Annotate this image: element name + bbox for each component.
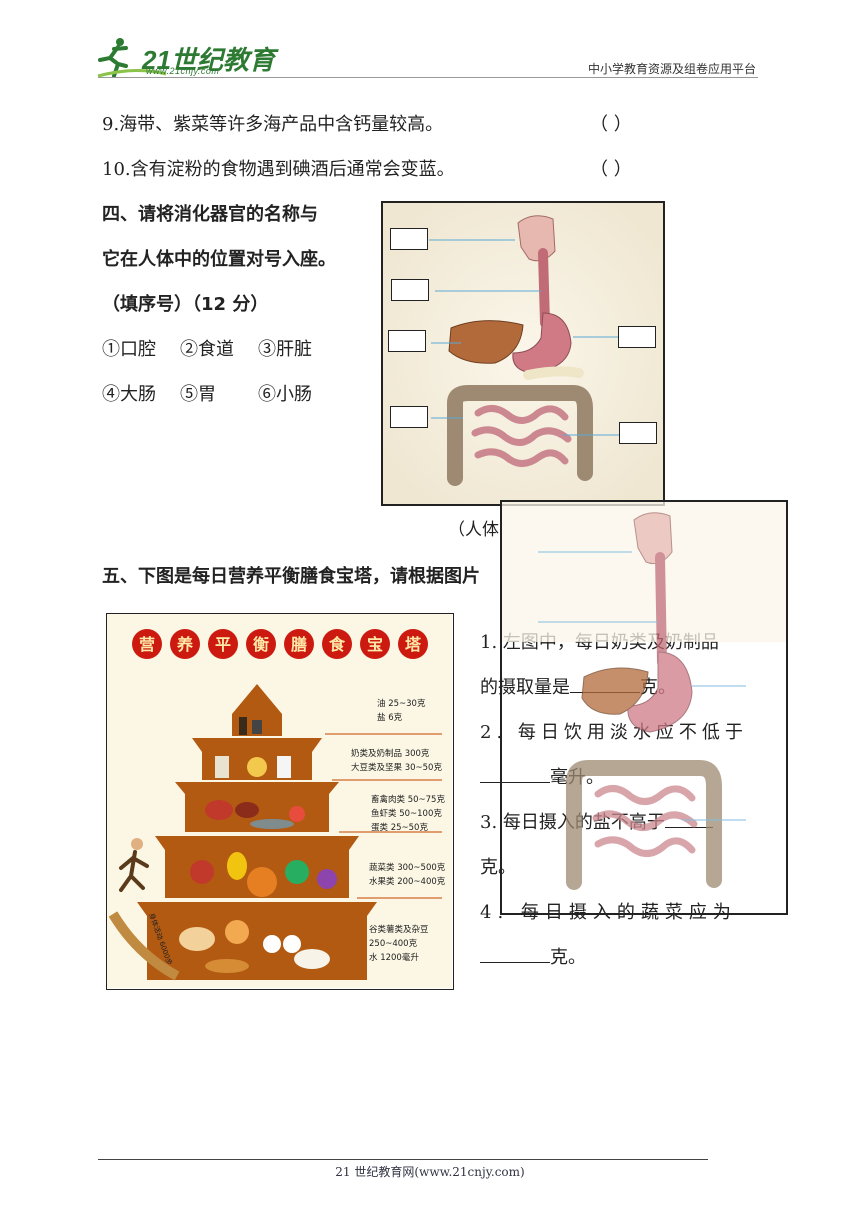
- question-9: 9.海带、紫菜等许多海产品中含钙量较高。: [102, 114, 444, 135]
- option-small-intestine: ⑥小肠: [258, 384, 312, 405]
- section-4-points: （填序号）（12 分）: [102, 294, 269, 315]
- figure-caption: （人体: [448, 520, 499, 540]
- digestive-organs-illustration: [383, 203, 663, 504]
- tier5-amount: 250~400克: [369, 939, 418, 949]
- logo-text: 21世纪教育: [142, 45, 275, 75]
- tier5-water: 水 1200毫升: [369, 952, 419, 963]
- lantern-1: [170, 629, 200, 659]
- lantern-5: [322, 629, 352, 659]
- tier3-fish: 鱼虾类 50~100克: [371, 808, 442, 819]
- header-divider: [98, 77, 758, 78]
- pyramid-title-char: 膳: [291, 635, 307, 654]
- lantern-4: [284, 629, 314, 659]
- platform-name: 中小学教育资源及组卷应用平台: [587, 62, 756, 76]
- pyramid-title-char: 食: [328, 635, 346, 654]
- section-5-title: 五、下图是每日营养平衡膳食宝塔，请根据图片: [102, 566, 480, 587]
- pyramid-title-char: 宝: [367, 635, 383, 654]
- label-box-6[interactable]: [619, 422, 657, 444]
- option-esophagus: ②食道: [180, 339, 234, 360]
- question-10: 10.含有淀粉的食物遇到碘酒后通常会变蓝。: [102, 159, 455, 180]
- option-liver: ③肝脏: [258, 339, 312, 360]
- q4-suffix: 克。: [550, 947, 586, 968]
- pyramid-title-char: 塔: [405, 635, 422, 654]
- logo-url: www.21cnjy.com: [146, 66, 220, 76]
- answer-paren-10[interactable]: （ ）: [590, 159, 632, 180]
- tier3-meat: 畜禽肉类 50~75克: [371, 794, 445, 805]
- label-box-1[interactable]: [390, 228, 428, 250]
- q4-blank[interactable]: [480, 946, 550, 963]
- label-box-2[interactable]: [391, 279, 429, 301]
- lantern-7: [398, 629, 428, 659]
- footer-divider: [98, 1159, 708, 1160]
- food-pyramid-illustration: 营养平衡膳食宝塔: [107, 614, 452, 988]
- q4-line1: 4. 每日摄入的蔬菜应为: [480, 902, 737, 923]
- lantern-2: [208, 629, 238, 659]
- logo-runner-icon: [97, 38, 167, 78]
- tier4-vegetables: 蔬菜类 300~500克: [369, 862, 446, 873]
- option-mouth: ①口腔: [102, 339, 156, 360]
- option-large-intestine: ④大肠: [102, 384, 156, 405]
- tier4-fruits: 水果类 200~400克: [369, 876, 446, 887]
- answer-paren-9[interactable]: （ ）: [590, 114, 632, 135]
- q3-line2: 克。: [480, 857, 516, 878]
- footer-text: 21 世纪教育网(www.21cnjy.com): [335, 1165, 525, 1179]
- digestive-organs-overlay-illustration: [502, 502, 786, 890]
- pyramid-title-char: 平: [215, 635, 231, 654]
- label-box-5[interactable]: [390, 406, 428, 428]
- label-box-4[interactable]: [618, 326, 656, 348]
- pyramid-title-char: 衡: [253, 635, 269, 654]
- tier3-eggs: 蛋类 25~50克: [371, 822, 428, 833]
- option-stomach: ⑤胃: [180, 384, 216, 405]
- q2-blank[interactable]: [480, 766, 550, 783]
- section-4-title-line2: 它在人体中的位置对号入座。: [102, 249, 336, 270]
- lantern-0: [132, 629, 162, 659]
- digestive-figure: [381, 201, 665, 506]
- q1-prefix: 的摄取量是: [480, 677, 570, 698]
- digestive-figure-overlay: [500, 500, 788, 915]
- tier2-dairy: 奶类及奶制品 300克: [351, 748, 430, 759]
- q4-line2: 克。: [480, 935, 748, 980]
- label-box-3[interactable]: [388, 330, 426, 352]
- tier1-oil: 油 25~30克: [377, 698, 426, 709]
- tier2-soy: 大豆类及坚果 30~50克: [351, 762, 442, 773]
- tier5-grains: 谷类薯类及杂豆: [369, 924, 429, 935]
- tier1-salt: 盐 6克: [377, 712, 403, 723]
- lantern-6: [360, 629, 390, 659]
- food-pyramid-figure: 营养平衡膳食宝塔: [106, 613, 454, 990]
- q2-line1: 2. 每日饮用淡水应不低于: [480, 722, 748, 743]
- q3-blank[interactable]: [664, 811, 713, 828]
- section-4-title-line1: 四、请将消化器官的名称与: [102, 204, 318, 225]
- pyramid-title-char: 养: [176, 635, 194, 654]
- lantern-3: [246, 629, 276, 659]
- pyramid-title-char: 营: [139, 635, 155, 654]
